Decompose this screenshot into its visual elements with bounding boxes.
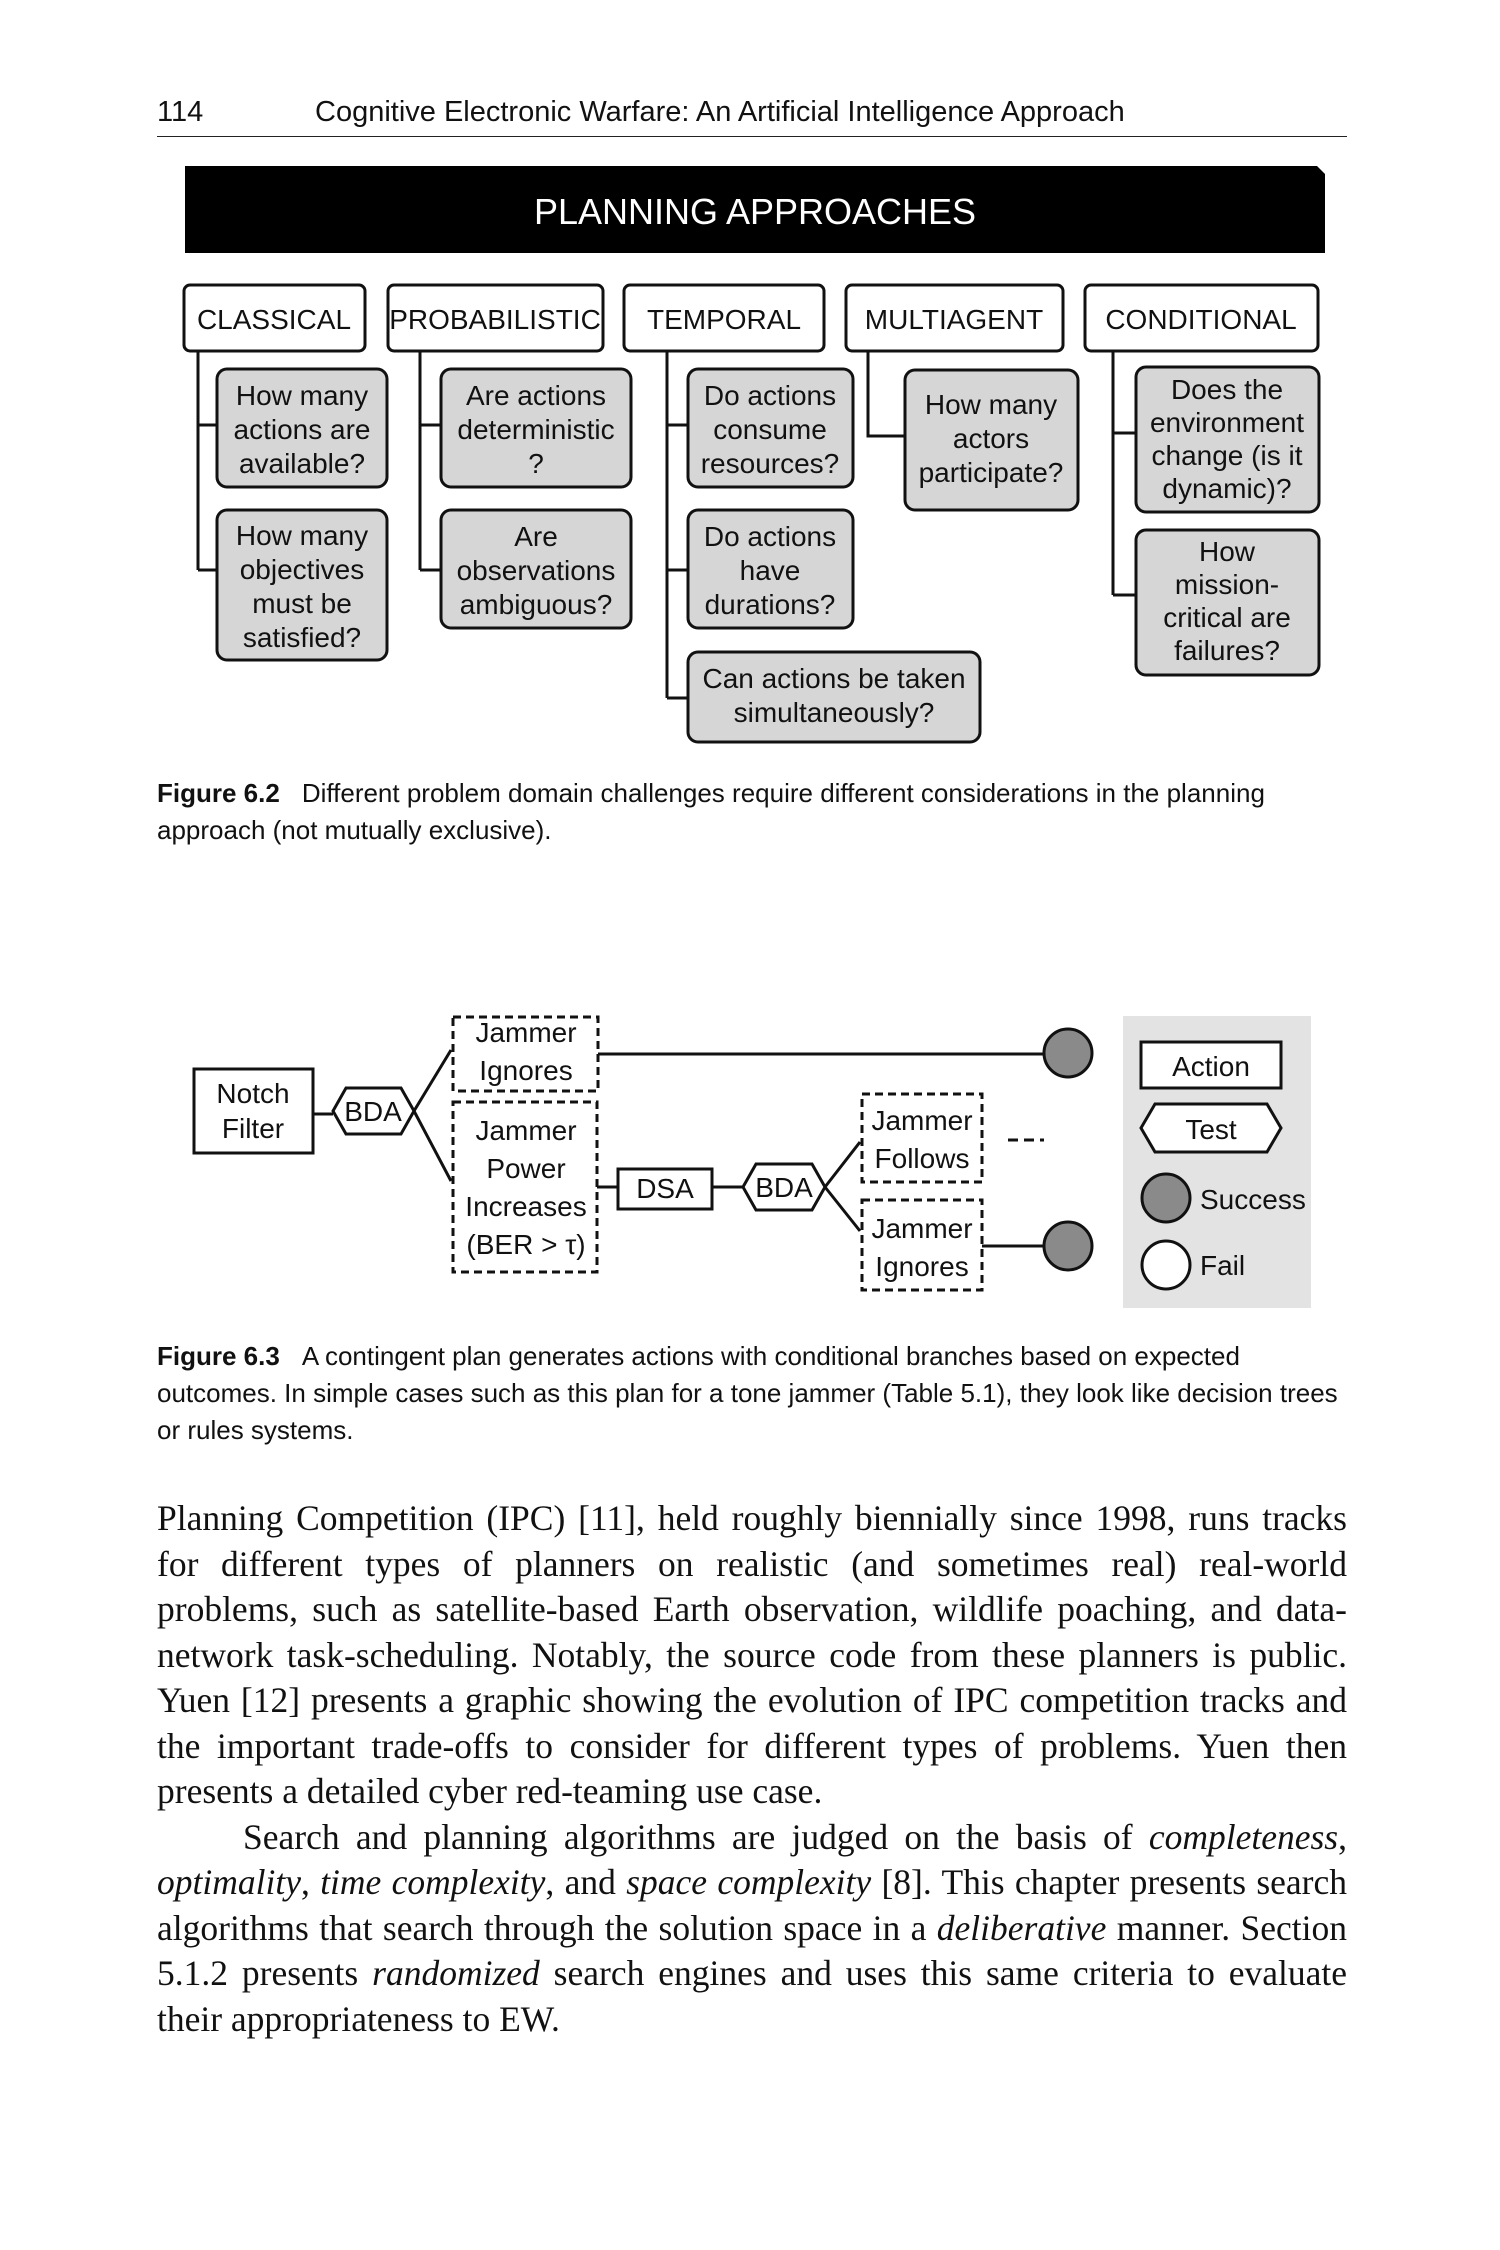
category-label: CLASSICAL [197, 304, 351, 335]
figure-6-2-diagram: PLANNING APPROACHES CLASSICAL PROBABILIS… [182, 166, 1325, 744]
caption-text: A contingent plan generates actions with… [157, 1341, 1338, 1445]
bda-test-2: BDA [741, 1162, 827, 1212]
caption-text: Different problem domain challenges requ… [157, 778, 1265, 845]
paragraph-1: Planning Competition (IPC) [11], held ro… [157, 1498, 1347, 1811]
svg-text:BDA: BDA [755, 1172, 813, 1203]
legend-fail: Fail [1140, 1239, 1245, 1291]
page-number: 114 [157, 96, 204, 128]
legend-success: Success [1140, 1172, 1306, 1224]
success-terminal-1 [1042, 1027, 1094, 1079]
svg-text:DSA: DSA [636, 1173, 694, 1204]
category-multiagent: MULTIAGENT [844, 283, 1065, 353]
bda-test-1: BDA [331, 1086, 416, 1136]
caption-label: Figure 6.3 [157, 1341, 280, 1371]
category-label: PROBABILISTIC [389, 304, 601, 335]
category-label: TEMPORAL [647, 304, 801, 335]
dsa-action: DSA [616, 1167, 714, 1211]
banner-text: PLANNING APPROACHES [534, 191, 976, 232]
svg-text:BDA: BDA [344, 1096, 402, 1127]
svg-text:Test: Test [1185, 1114, 1237, 1145]
success-terminal-2 [1042, 1220, 1094, 1272]
svg-text:Success: Success [1200, 1184, 1306, 1215]
svg-text:Fail: Fail [1200, 1250, 1245, 1281]
tree-connectors [196, 351, 1136, 700]
category-label: CONDITIONAL [1105, 304, 1296, 335]
category-temporal: TEMPORAL [622, 283, 826, 353]
category-conditional: CONDITIONAL [1083, 283, 1320, 353]
plan-edges [313, 1049, 1045, 1248]
legend-test: Test [1139, 1102, 1283, 1154]
category-probabilistic: PROBABILISTIC [386, 283, 605, 353]
category-label: MULTIAGENT [865, 304, 1043, 335]
category-classical: CLASSICAL [182, 283, 367, 353]
banner-shape [185, 166, 1325, 253]
running-header: 114 Cognitive Electronic Warfare: An Art… [157, 96, 1347, 137]
caption-label: Figure 6.2 [157, 778, 280, 808]
paragraph-2: Search and planning algorithms are judge… [157, 1816, 1348, 2039]
running-title: Cognitive Electronic Warfare: An Artific… [315, 96, 1125, 128]
svg-text:Action: Action [1172, 1051, 1250, 1082]
body-text: Planning Competition (IPC) [11], held ro… [157, 1496, 1347, 2042]
legend-action: Action [1139, 1040, 1283, 1090]
